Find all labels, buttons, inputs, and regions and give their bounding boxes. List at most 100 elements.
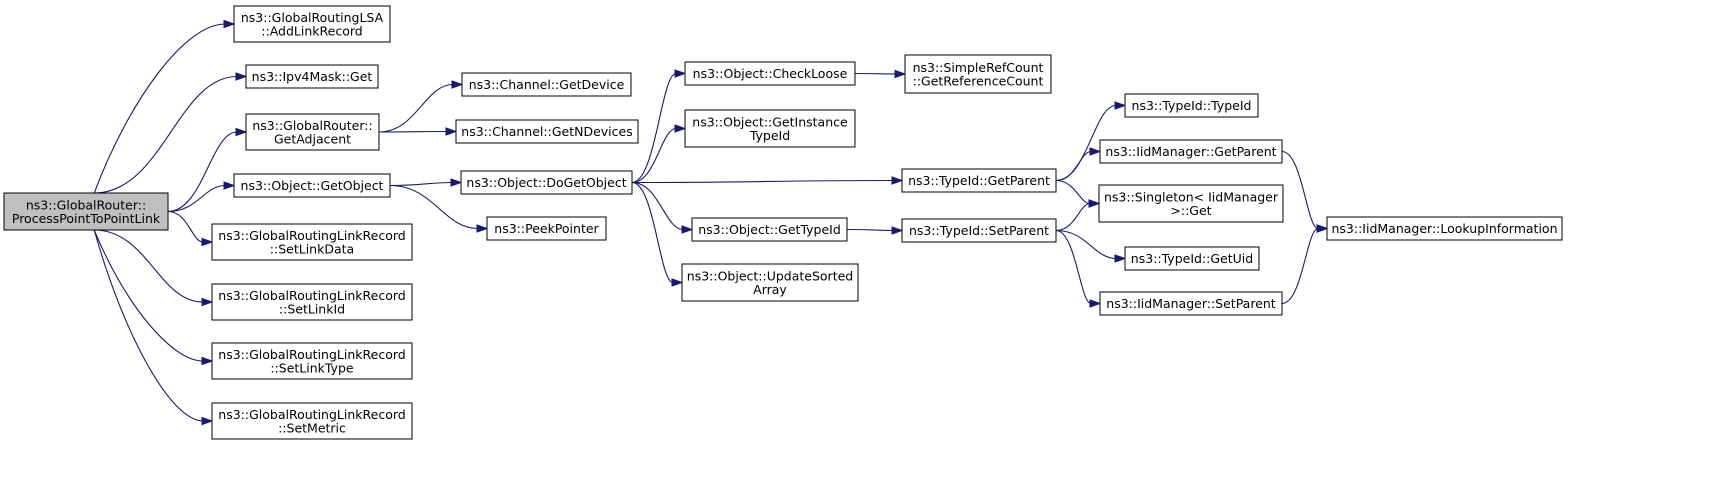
node-tidgetparent[interactable]: ns3::TypeId::GetParent [901, 168, 1057, 193]
edge-iidsetparent-to-lookup [1281, 224, 1329, 305]
node-label: TypeId [749, 128, 790, 143]
arrowhead [674, 124, 687, 133]
arrowhead [201, 356, 214, 366]
edge-tidsetparent-to-iidsetparent [1055, 229, 1102, 308]
edge-root-to-getobj [167, 181, 236, 213]
node-setlinkid[interactable]: ns3::GlobalRoutingLinkRecord::SetLinkId [211, 283, 413, 321]
node-getrefcnt[interactable]: ns3::SimpleRefCount::GetReferenceCount [904, 54, 1052, 94]
node-label: ns3::GlobalRoutingLinkRecord [218, 288, 405, 303]
arrowhead [1089, 299, 1102, 308]
node-getadj[interactable]: ns3::GlobalRouter::GetAdjacent [245, 113, 380, 151]
node-peekptr[interactable]: ns3::PeekPointer [486, 216, 607, 241]
arrowhead [681, 225, 694, 234]
node-dogetobj[interactable]: ns3::Object::DoGetObject [460, 170, 633, 195]
node-label: ns3::GlobalRoutingLinkRecord [218, 228, 405, 243]
node-label: ns3::Singleton< IidManager [1104, 189, 1279, 204]
node-setlinkdata[interactable]: ns3::GlobalRoutingLinkRecord::SetLinkDat… [211, 223, 413, 261]
node-label: ns3::Object::DoGetObject [466, 175, 626, 190]
edge-root-to-setlinktype [93, 229, 214, 366]
edge-root-to-setlinkid [94, 229, 214, 307]
node-box [486, 216, 607, 241]
arrowhead [894, 69, 907, 79]
arrowhead [891, 226, 904, 235]
node-getobj[interactable]: ns3::Object::GetObject [233, 173, 391, 198]
node-box [245, 64, 379, 89]
node-label: ns3::IidManager::LookupInformation [1331, 221, 1557, 236]
node-label: Array [753, 282, 787, 297]
node-box [211, 342, 413, 380]
edge-root-to-addlink [93, 19, 236, 194]
arrowhead [235, 127, 248, 137]
node-iidsetparent[interactable]: ns3::IidManager::SetParent [1099, 291, 1283, 316]
node-getdevice[interactable]: ns3::Channel::GetDevice [461, 72, 632, 97]
node-setlinktype[interactable]: ns3::GlobalRoutingLinkRecord::SetLinkTyp… [211, 342, 413, 380]
node-box [233, 5, 391, 43]
node-label: ns3::Object::UpdateSorted [687, 268, 853, 283]
node-label: ::SetLinkId [279, 301, 345, 316]
node-label: ProcessPointToPointLink [12, 211, 161, 226]
node-getndev[interactable]: ns3::Channel::GetNDevices [455, 119, 639, 144]
node-box [684, 61, 856, 86]
node-singleton[interactable]: ns3::Singleton< IidManager>::Get [1098, 184, 1284, 223]
node-label: ::GetReferenceCount [913, 73, 1044, 88]
edge-checkloose-to-getrefcnt [854, 69, 907, 79]
node-checkloose[interactable]: ns3::Object::CheckLoose [684, 61, 856, 86]
node-gettypeid[interactable]: ns3::Object::GetTypeId [691, 217, 848, 242]
edge-getobj-to-peekptr [389, 184, 489, 233]
nodes-layer: ns3::GlobalRouter::ProcessPointToPointLi… [3, 5, 1563, 440]
arrowhead [201, 416, 214, 426]
node-root: ns3::GlobalRouter::ProcessPointToPointLi… [3, 192, 169, 231]
node-label: ns3::Channel::GetNDevices [461, 124, 632, 139]
edge-dogetobj-to-gettypeid [631, 181, 694, 234]
node-box [211, 402, 413, 440]
edge-root-to-maskget [94, 72, 248, 194]
node-label: ns3::TypeId::TypeId [1132, 98, 1252, 113]
edge-getobj-to-dogetobj [389, 178, 463, 187]
node-box [461, 72, 632, 97]
arrowhead [476, 224, 489, 233]
arrowhead [1114, 101, 1127, 110]
node-tidtypeid[interactable]: ns3::TypeId::TypeId [1124, 93, 1259, 118]
arrowhead [445, 127, 458, 136]
node-label: ns3::IidManager::SetParent [1106, 296, 1276, 311]
node-iidgetparent[interactable]: ns3::IidManager::GetParent [1099, 139, 1283, 164]
arrowhead [891, 176, 904, 185]
node-addlink[interactable]: ns3::GlobalRoutingLSA::AddLinkRecord [233, 5, 391, 43]
node-box [211, 223, 413, 261]
node-label: ns3::Channel::GetDevice [469, 77, 625, 92]
node-label: ::SetLinkType [270, 360, 354, 375]
node-label: ns3::Object::CheckLoose [693, 66, 848, 81]
node-setmetric[interactable]: ns3::GlobalRoutingLinkRecord::SetMetric [211, 402, 413, 440]
node-box [460, 170, 633, 195]
node-label: ::AddLinkRecord [261, 23, 362, 38]
node-box [1124, 246, 1260, 271]
node-label: ns3::GlobalRoutingLinkRecord [218, 407, 405, 422]
edge-root-to-getadj [167, 127, 248, 213]
node-tidsetparent[interactable]: ns3::TypeId::SetParent [901, 218, 1057, 243]
node-box [3, 192, 169, 231]
node-label: ns3::GlobalRouter:: [26, 197, 146, 212]
edge-getadj-to-getndev [378, 127, 458, 136]
node-box [1098, 184, 1284, 223]
node-label: ns3::IidManager::GetParent [1105, 144, 1276, 159]
node-label: ns3::GlobalRoutingLinkRecord [218, 347, 405, 362]
edge-getadj-to-getdevice [378, 80, 464, 133]
arrowhead [223, 19, 236, 29]
node-label: ns3::Object::GetObject [241, 178, 384, 193]
edge-root-to-setmetric [93, 229, 214, 426]
node-getuid[interactable]: ns3::TypeId::GetUid [1124, 246, 1260, 271]
node-box [901, 218, 1057, 243]
arrowhead [1316, 224, 1329, 233]
edge-root-to-setlinkdata [167, 210, 214, 247]
node-box [1124, 93, 1259, 118]
node-box [691, 217, 848, 242]
node-box [904, 54, 1052, 94]
arrowhead [671, 278, 684, 287]
node-label: ns3::Ipv4Mask::Get [252, 69, 373, 84]
node-maskget[interactable]: ns3::Ipv4Mask::Get [245, 64, 379, 89]
edge-dogetobj-to-checkloose [631, 69, 687, 184]
node-lookup[interactable]: ns3::IidManager::LookupInformation [1326, 216, 1563, 241]
node-box [1099, 139, 1283, 164]
